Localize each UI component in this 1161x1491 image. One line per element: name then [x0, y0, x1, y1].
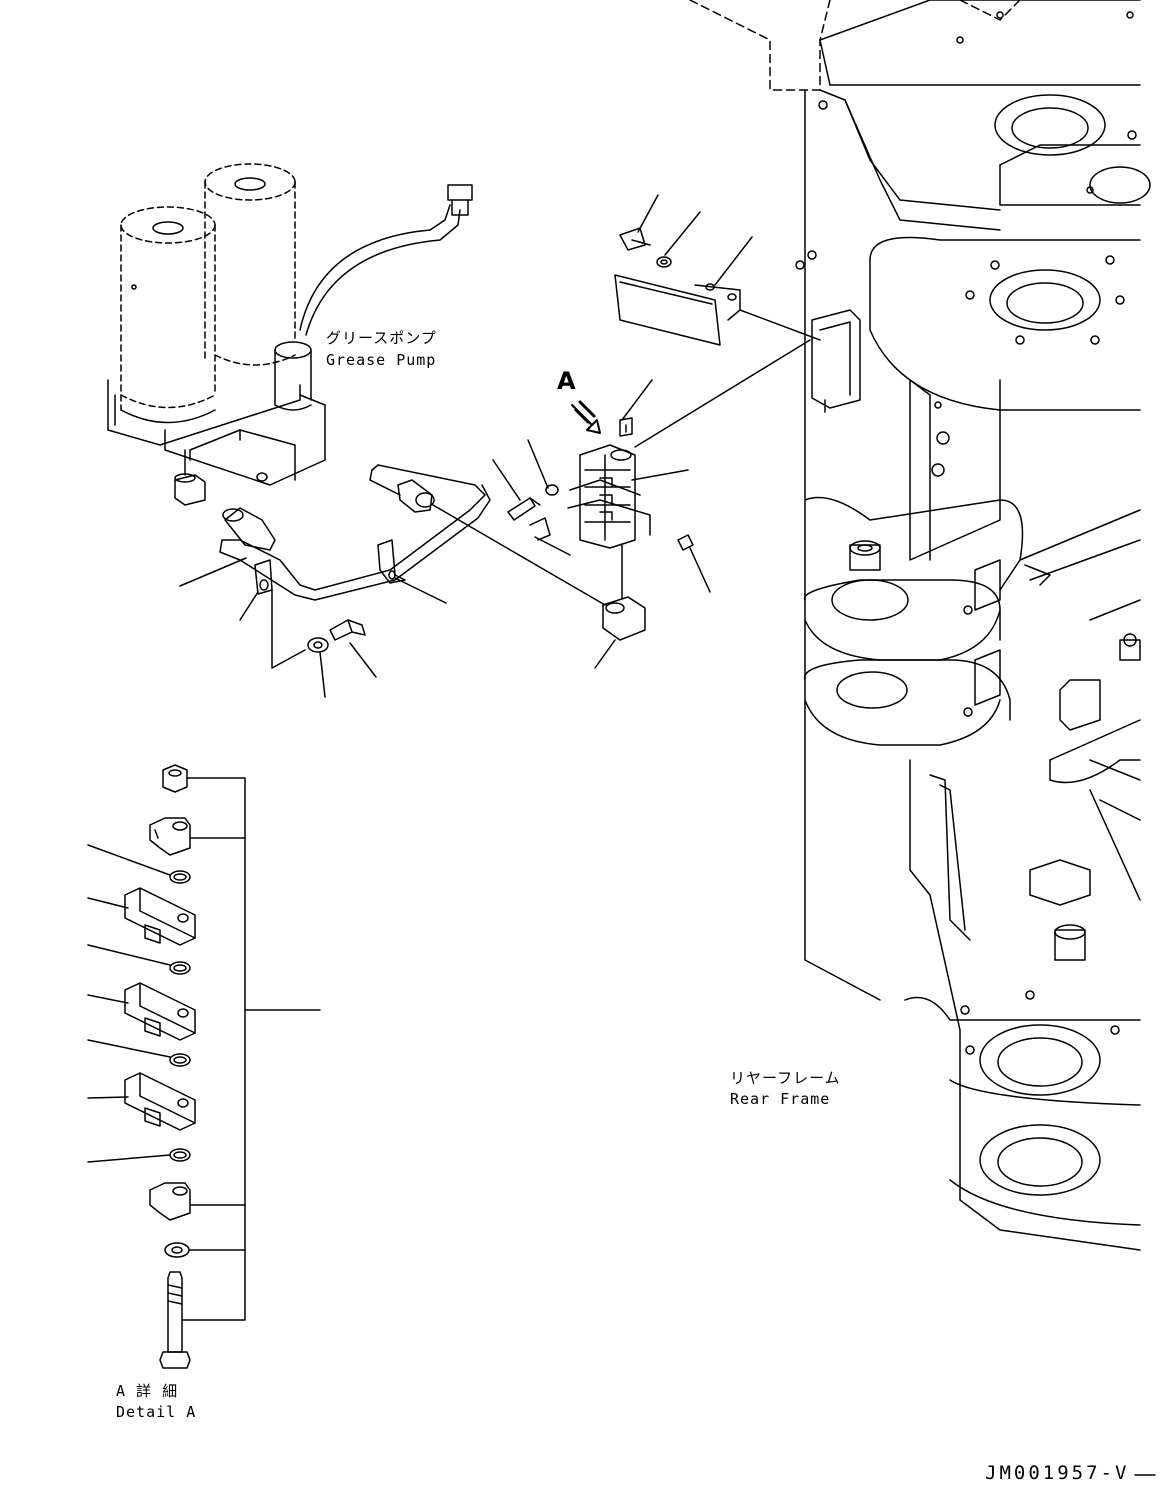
detail-a-label-en: Detail A — [116, 1403, 197, 1421]
divider-valve — [432, 339, 811, 669]
grease-pump — [107, 163, 473, 506]
detail-a-exploded-view — [87, 764, 321, 1369]
grease-pump-label-en: Grease Pump — [326, 351, 437, 369]
grease-pump-label-ja: グリースポンプ — [326, 329, 437, 347]
connector-bracket — [614, 194, 861, 413]
rear-frame-label-en: Rear Frame — [730, 1090, 831, 1108]
rear-frame — [689, 0, 1151, 1251]
document-id: JM001957-V — [985, 1462, 1130, 1484]
rear-frame-label-ja: リヤーフレーム — [730, 1069, 841, 1087]
grease-pipe — [179, 464, 491, 698]
detail-a-label-ja: A 詳 細 — [116, 1382, 179, 1400]
view-arrow-a-label: A — [557, 367, 576, 395]
